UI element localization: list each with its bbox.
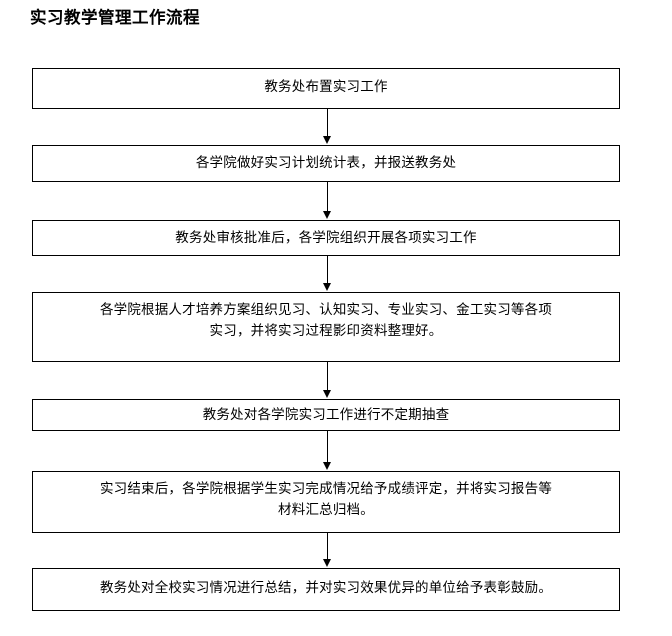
flow-node-3: 教务处审核批准后，各学院组织开展各项实习工作 — [32, 220, 620, 256]
flow-node-5: 教务处对各学院实习工作进行不定期抽查 — [32, 399, 620, 431]
flow-node-7-label: 教务处对全校实习情况进行总结，并对实习效果优异的单位给予表彰鼓励。 — [99, 580, 553, 596]
connector-line — [327, 362, 329, 391]
flow-connector-5 — [323, 431, 331, 471]
connector-line — [327, 431, 329, 463]
flow-connector-4 — [323, 362, 331, 399]
flow-node-4-label: 各学院根据人才培养方案组织见习、认知实习、专业实习、金工实习等各项 实习，并将实… — [99, 302, 553, 339]
connector-line — [327, 256, 329, 284]
flow-node-1: 教务处布置实习工作 — [32, 68, 620, 109]
arrowhead-down-icon — [323, 390, 331, 398]
connector-line — [327, 182, 329, 212]
arrowhead-down-icon — [323, 462, 331, 470]
arrowhead-down-icon — [323, 559, 331, 567]
flow-node-4: 各学院根据人才培养方案组织见习、认知实习、专业实习、金工实习等各项 实习，并将实… — [32, 292, 620, 362]
arrowhead-down-icon — [323, 283, 331, 291]
arrowhead-down-icon — [323, 211, 331, 219]
page-title: 实习教学管理工作流程 — [30, 8, 200, 27]
flow-connector-3 — [323, 256, 331, 292]
flow-connector-1 — [323, 109, 331, 145]
connector-line — [327, 109, 329, 137]
flow-node-3-label: 教务处审核批准后，各学院组织开展各项实习工作 — [175, 230, 477, 246]
flow-node-2: 各学院做好实习计划统计表，并报送教务处 — [32, 145, 620, 182]
flow-connector-6 — [323, 533, 331, 568]
connector-line — [327, 533, 329, 560]
arrowhead-down-icon — [323, 136, 331, 144]
flow-node-6-label: 实习结束后，各学院根据学生实习完成情况给予成绩评定，并将实习报告等 材料汇总归档… — [99, 481, 553, 518]
flow-node-1-label: 教务处布置实习工作 — [264, 79, 388, 95]
flow-node-5-label: 教务处对各学院实习工作进行不定期抽查 — [202, 407, 450, 423]
flow-node-6: 实习结束后，各学院根据学生实习完成情况给予成绩评定，并将实习报告等 材料汇总归档… — [32, 471, 620, 533]
flow-connector-2 — [323, 182, 331, 220]
flow-node-2-label: 各学院做好实习计划统计表，并报送教务处 — [195, 155, 457, 171]
flow-node-7: 教务处对全校实习情况进行总结，并对实习效果优异的单位给予表彰鼓励。 — [32, 568, 620, 611]
